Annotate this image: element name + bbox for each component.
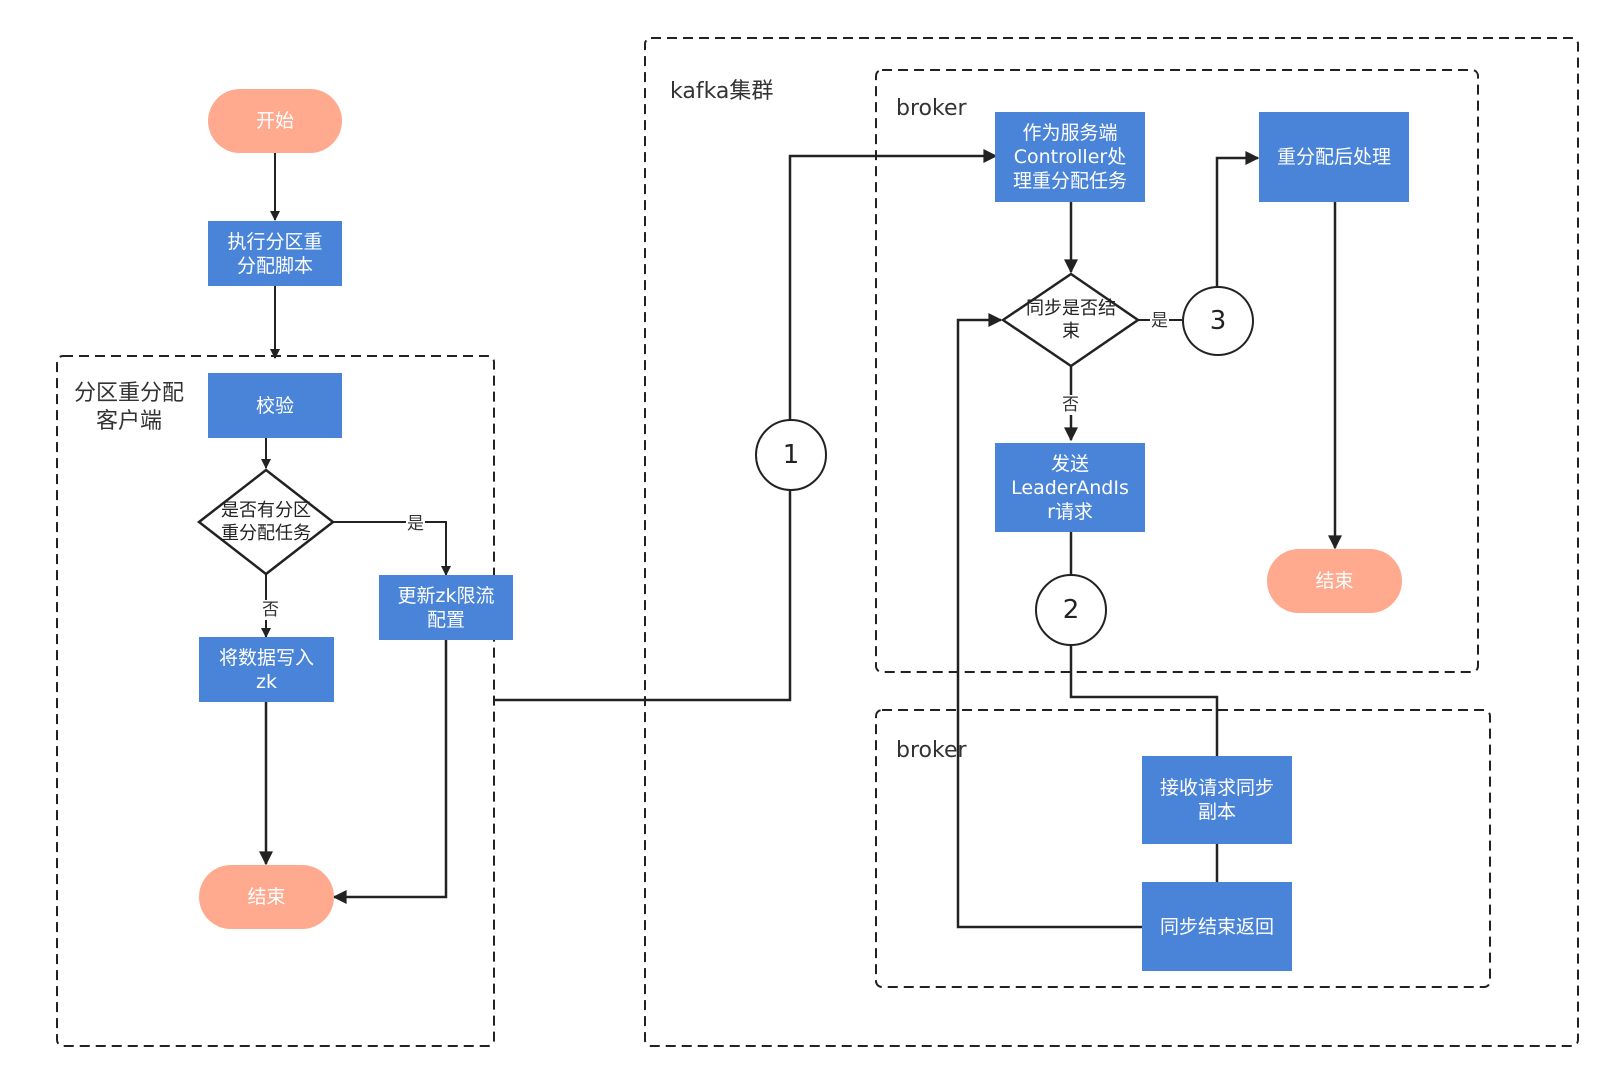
controller-process: 作为服务端 Controller处 理重分配任务 [995,112,1145,202]
edge-label-sync-yes: 是 [1150,311,1169,331]
client-group-label: 分区重分配 客户端 [73,381,184,434]
broker1-group-border [875,69,1479,673]
verify-process: 校验 [208,373,342,438]
start-terminal: 开始 [208,89,342,153]
send-request-process: 发送 LeaderAndIs r请求 [995,443,1145,532]
broker1-group-label: broker [896,96,967,121]
edge-label-task-no: 否 [261,600,280,620]
cluster-group-label: kafka集群 [670,79,774,104]
broker2-group-label: broker [896,738,967,763]
sync-done-decision-label: 同步是否结 束 [1026,298,1116,342]
connector-2: 2 [1035,574,1107,646]
exec-script-process: 执行分区重 分配脚本 [208,221,342,286]
edge-return-decision [956,313,1142,929]
sync-return-process: 同步结束返回 [1142,882,1292,971]
update-zk-process: 更新zk限流 配置 [379,575,513,640]
edge-connector3-post [1215,151,1260,286]
end-broker-terminal: 结束 [1267,549,1402,613]
edge-update-to-controller [494,149,998,702]
edge-update-end [332,640,448,904]
edge-label-sync-no: 否 [1061,395,1080,415]
has-task-decision-label: 是否有分区 重分配任务 [221,500,311,544]
connector-1: 1 [755,419,827,491]
broker2-group-border [875,709,1491,988]
post-process-process: 重分配后处理 [1259,112,1409,202]
connector-3: 3 [1182,286,1254,356]
receive-sync-process: 接收请求同步 副本 [1142,756,1292,844]
write-zk-process: 将数据写入 zk [199,637,334,702]
edge-decision-yes [333,521,451,576]
edge-label-task-yes: 是 [406,514,425,534]
cluster-group-border [644,37,1579,1047]
end-client-terminal: 结束 [199,865,334,929]
edge-connector2-receive [1069,645,1219,756]
